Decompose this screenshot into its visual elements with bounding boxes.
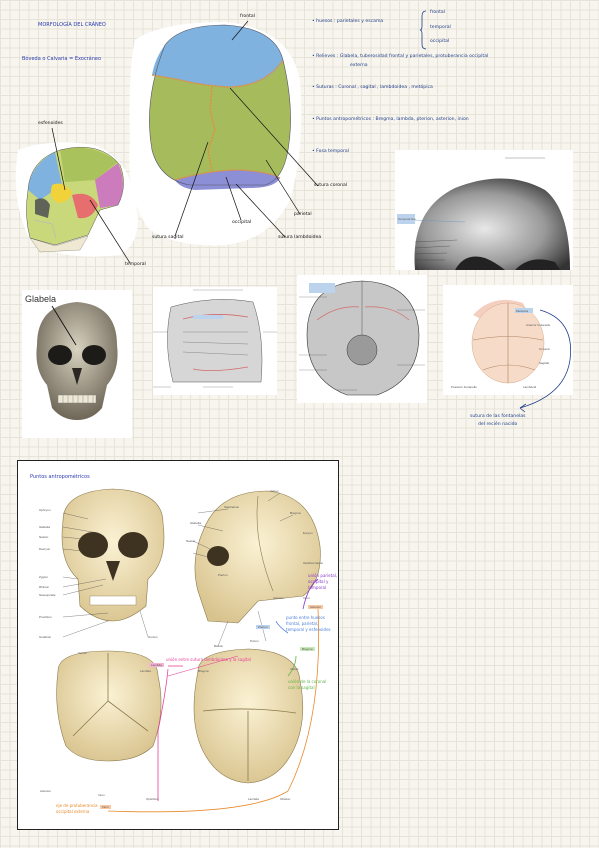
puntos-illustrations — [56, 488, 321, 813]
notes-title: MORFOLOGÍA DEL CRÁNEO — [38, 22, 106, 28]
tag-pterion: Pterion — [256, 625, 270, 629]
label-parietal: parietal — [294, 212, 312, 217]
skull-base-diagram — [297, 275, 427, 403]
lat-label-porion: Porion — [250, 639, 259, 643]
skull-top-illustrations — [15, 20, 319, 264]
bullet-fosa-text: Fosa temporal — [316, 149, 349, 154]
post-label-inion: Inion — [98, 793, 105, 797]
bullet-puntos-label: Puntos antropométricos : — [316, 117, 375, 122]
post-label-vertex: Vertex — [78, 651, 87, 655]
front-label-prosthion: Prosthion — [39, 615, 52, 619]
newborn-label-anterior-fontanelle: Anterior fontanelle — [526, 323, 551, 327]
lat-label-vertex: Vertex — [270, 489, 279, 493]
newborn-label-coronal: Coronal — [539, 347, 550, 351]
note-green-1: unión de la coronal — [288, 679, 327, 684]
newborn-label-metopica: Metópica — [516, 309, 529, 313]
lat-label-asterion: Asterion — [273, 596, 285, 600]
bullet-huesos: • huesos : parietales y escama — [312, 19, 384, 24]
label-occipital: occipital — [232, 220, 252, 225]
bullet-suturas-text: Coronal , sagital , lambdoidea , metópic… — [338, 85, 433, 90]
lat-label-pterion: Pterion — [218, 573, 228, 577]
photo-label-temporal-line: Temporal line — [398, 217, 416, 221]
front-label-rhinion: Rhinion — [39, 585, 50, 589]
glabela-card: Glabela — [22, 290, 132, 438]
newborn-skull-diagram: Metópica Anterior fontanelle Coronal Sag… — [443, 285, 573, 395]
lat-label-inion: Inion — [303, 596, 310, 600]
label-esfenoides: esfenoides — [38, 121, 63, 126]
post-label-opisthion: Opisthion — [146, 797, 159, 801]
lat-label-bregma: Bregma — [290, 511, 301, 515]
label-sutura-sagital: sutura sagital — [152, 235, 184, 240]
note-purple-1: unión parietal, — [308, 573, 338, 578]
front-label-gnathion: Gnathion — [39, 635, 52, 639]
bracket-frontal: frontal — [430, 10, 446, 15]
bullet-suturas: • Suturas : Coronal , sagital , lambdoid… — [312, 85, 433, 90]
front-label-ophryon: Ophryon — [39, 508, 51, 512]
note-green-2: con la sagital — [288, 685, 315, 690]
bracket-temporal: temporal — [430, 25, 451, 30]
bullet-relieves-text2: externa — [350, 63, 368, 68]
note-blue-1: punto entre huesos — [286, 615, 325, 620]
skull-section-diagram — [153, 287, 277, 395]
tag-bregma: Bregma — [300, 647, 315, 651]
superior-colored-skull — [149, 24, 291, 190]
bullet-suturas-label: Suturas : — [316, 85, 337, 90]
lat-label-euryon: Euryon — [303, 531, 313, 535]
bullet-relieves: • Relieves : Glabela, tuberosidad fronta… — [312, 54, 489, 59]
note-blue-3: temporal y esfenoides — [286, 627, 331, 632]
huesos-bracket — [419, 10, 427, 50]
lat-label-stephanion: Stephanion — [224, 505, 240, 509]
post-label-lambda: Lambda — [140, 669, 151, 673]
sup-label-bregma: Bregma — [198, 669, 209, 673]
front-label-zygion: Zygion — [39, 575, 49, 579]
newborn-arrow — [519, 309, 572, 413]
front-label-gonion: Gonion — [148, 635, 158, 639]
lat-label-glabella: Glabella — [190, 521, 202, 525]
newborn-label-lambdoid: Lambdoid — [523, 385, 537, 389]
bracket-occipital: occipital — [430, 39, 450, 44]
bullet-huesos-label: huesos : — [316, 19, 336, 24]
note-orange-1: eje de protuberancia — [56, 803, 98, 808]
note-orange-2: occipital externa — [56, 809, 90, 814]
bullet-fosa: • Fosa temporal — [312, 149, 349, 154]
lat-label-nasion: Nasion — [186, 539, 196, 543]
sup-label-vertex: Vertex — [290, 667, 299, 671]
notes-subtitle: Bóveda o Calvaria = Exocráneo — [22, 56, 102, 62]
label-frontal: frontal — [240, 14, 256, 19]
note-blue-2: frontal, parietal, — [286, 621, 319, 626]
sup-label-lambda: Lambda — [248, 797, 259, 801]
label-sutura-coronal: sutura coronal — [314, 183, 348, 188]
note-pink: unión entre sutura lambdoidea y la sagit… — [166, 657, 251, 662]
bullet-relieves-text: Glabela, tuberosidad frontal y parietale… — [339, 54, 489, 59]
label-temporal: temporal — [125, 262, 146, 267]
front-label-glabella: Glabella — [39, 525, 51, 529]
lat-label-basion: Basion — [214, 644, 224, 648]
newborn-label-posterior-fontanelle: Posterior fontanelle — [451, 385, 477, 389]
tag-lambda: Lambda — [149, 663, 164, 667]
label-sutura-lambdoidea: sutura lambdoidea — [278, 235, 322, 240]
sup-label-obelion: Obelion — [280, 797, 291, 801]
bullet-relieves-label: Relieves : — [316, 54, 339, 59]
post-label-asterion: Asterion — [40, 789, 52, 793]
skull-lateral-photo: Temporal line — [395, 150, 573, 270]
newborn-note-2: del recién nacido — [478, 422, 518, 427]
front-label-nasion: Nasion — [39, 535, 49, 539]
tag-inion: Inion — [100, 805, 111, 809]
glabela-label: Glabela — [25, 294, 57, 304]
front-label-nasospinale: Nasospinale — [39, 593, 56, 597]
bullet-puntos: • Puntos antropométricos : Bregma, lambd… — [312, 117, 469, 122]
note-purple-2: occipital y — [308, 579, 329, 584]
lat-label-opisthocranion: Opisthocranion — [303, 561, 324, 565]
newborn-label-sagittal: Sagittal — [539, 361, 550, 365]
tag-asterion: Asterion — [308, 605, 324, 609]
lateral-colored-skull — [26, 146, 124, 253]
bullet-huesos-text: parietales y escama — [336, 19, 384, 24]
bullet-puntos-text: Bregma, lambda, pterion, asterion, inion — [375, 117, 469, 122]
newborn-note-1: sutura de las fontanelas — [470, 414, 526, 419]
note-purple-3: temporal — [308, 585, 327, 590]
puntos-title: Puntos antropométricos — [30, 474, 90, 480]
front-label-dacryon: Dacryon — [39, 547, 51, 551]
puntos-box: Puntos antropométricos — [17, 460, 339, 830]
